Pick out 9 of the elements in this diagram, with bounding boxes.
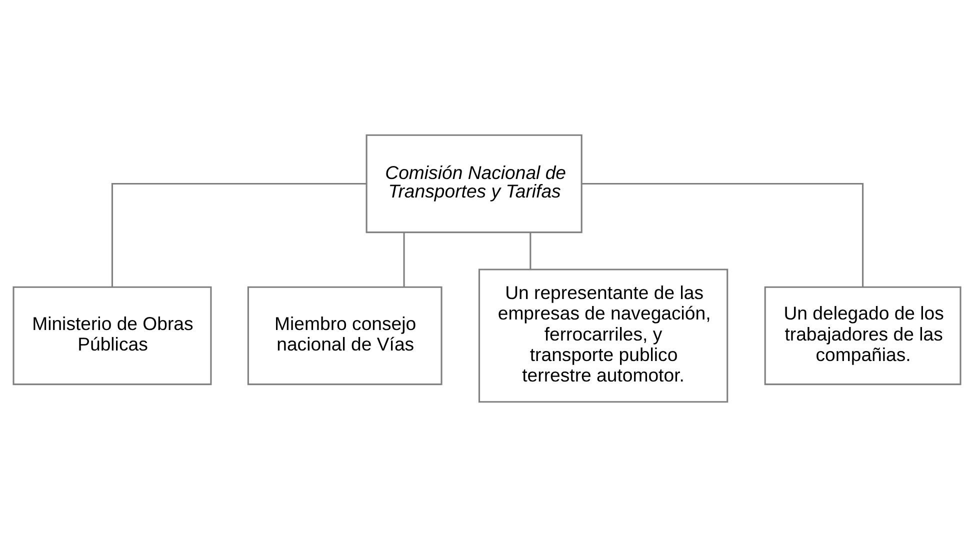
connector: [582, 182, 864, 286]
node-box: Miembro consejo nacional de Vías: [247, 286, 442, 385]
node-box: Un delegado de los trabajadores de las compañias.: [764, 286, 962, 385]
node-box: Comisión Nacional de Transportes y Tarifas: [366, 134, 582, 233]
node-box: Ministerio de Obras Públicas: [12, 286, 212, 385]
connector: [530, 232, 532, 269]
connector: [403, 232, 405, 286]
node-box: Un representante de las empresas de navegación, ferrocarriles, y transporte publico terrestre automotor.: [478, 268, 728, 402]
connector: [111, 182, 366, 286]
